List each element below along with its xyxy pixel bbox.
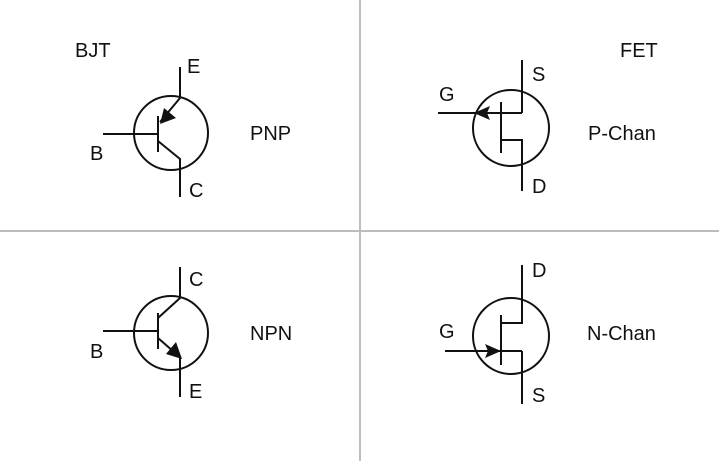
npn-label: NPN — [250, 323, 292, 345]
pfet-gate-label: G — [439, 84, 455, 106]
pfet-gate-arrow-icon — [474, 106, 490, 120]
p-channel-fet-symbol — [438, 60, 550, 191]
pnp-transistor-symbol — [103, 67, 209, 197]
pfet-body-circle — [472, 89, 550, 167]
n-channel-fet-symbol — [445, 265, 550, 404]
fet-title: FET — [620, 40, 658, 62]
npn-body-circle — [133, 295, 209, 371]
nfet-drain-label: D — [532, 260, 546, 282]
nfet-source-label: S — [532, 385, 545, 407]
pnp-base-label: B — [90, 143, 103, 165]
pnp-emitter-label: E — [187, 56, 200, 78]
npn-emitter-arrow-icon — [166, 342, 182, 359]
nfet-gate-arrow-icon — [485, 344, 501, 358]
nfet-drain-lead — [501, 265, 523, 324]
pnp-collector-lead — [157, 140, 181, 197]
npn-collector-label: C — [189, 269, 203, 291]
npn-transistor-symbol — [103, 267, 209, 397]
pnp-emitter-arrow-icon — [160, 108, 176, 124]
pfet-drain-label: D — [532, 176, 546, 198]
pfet-drain-lead — [501, 139, 523, 191]
npn-base-label: B — [90, 341, 103, 363]
nfet-gate-label: G — [439, 321, 455, 343]
npn-emitter-label: E — [189, 381, 202, 403]
pnp-label: PNP — [250, 123, 291, 145]
npn-collector-lead — [157, 267, 181, 319]
pfet-label: P-Chan — [588, 123, 656, 145]
nfet-label: N-Chan — [587, 323, 656, 345]
pfet-source-label: S — [532, 64, 545, 86]
pnp-collector-label: C — [189, 180, 203, 202]
nfet-body-circle — [472, 297, 550, 375]
bjt-title: BJT — [75, 40, 111, 62]
